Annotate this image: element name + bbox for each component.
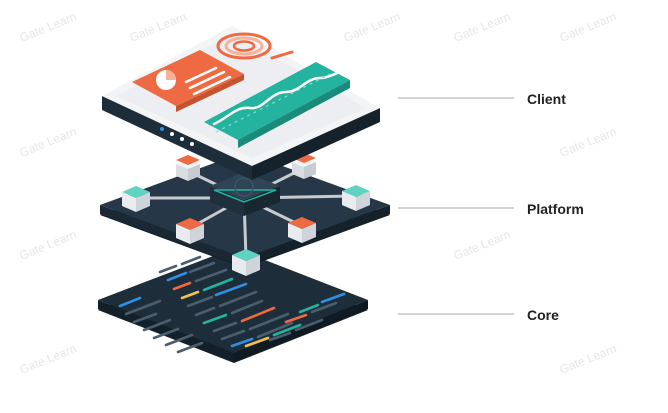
page-dot: [160, 127, 164, 131]
orange-stats-card: [132, 50, 244, 112]
node-orange: [176, 155, 200, 181]
ring-gauge: [216, 32, 294, 60]
client-label: Client: [527, 91, 566, 107]
client-layer: [102, 26, 380, 180]
node-orange: [288, 217, 316, 243]
platform-layer: [100, 152, 390, 276]
core-label: Core: [527, 307, 559, 323]
node-teal: [232, 249, 260, 276]
node-orange: [292, 153, 316, 179]
core-layer: [98, 248, 368, 363]
page-dot: [180, 137, 184, 141]
teal-chart-card: [204, 62, 350, 148]
node-orange: [176, 218, 204, 244]
node-teal: [122, 186, 150, 212]
node-teal: [342, 185, 370, 211]
platform-label: Platform: [527, 201, 584, 217]
page-dot: [190, 142, 194, 146]
hub-chip: [210, 172, 280, 216]
code-lines: [118, 255, 346, 354]
leader-lines: [398, 97, 514, 315]
page-dot: [170, 132, 174, 136]
